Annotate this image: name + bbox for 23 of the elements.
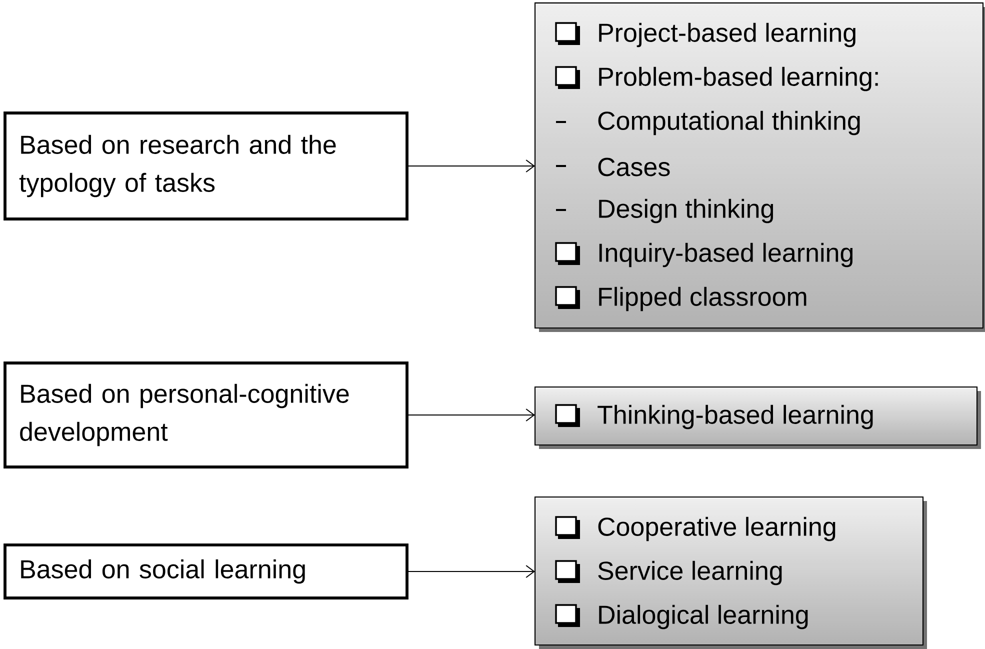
arrow: [407, 565, 535, 578]
box-text: Based on research and the typology of tasks: [19, 134, 336, 198]
list-item: Computational thinking: [598, 110, 860, 136]
list-item: Design thinking: [599, 198, 774, 224]
box-text: Based on personal-cognitive development: [20, 384, 349, 446]
list-item: Dialogical learning: [599, 604, 808, 630]
category-box: [4, 112, 408, 220]
list-item: Flipped classroom: [599, 286, 806, 312]
list-item: Inquiry-based learning: [599, 242, 853, 268]
list-box: [534, 2, 984, 329]
category-box: [4, 362, 408, 468]
list-item: Cooperative learning: [598, 516, 836, 542]
list-box: [534, 496, 924, 646]
list-item: Service learning: [598, 560, 782, 586]
arrow: [407, 160, 535, 172]
list-box: [534, 386, 978, 446]
box-text: Based on social learning: [21, 559, 305, 584]
arrow: [407, 408, 535, 422]
list-item: Project-based learning: [599, 22, 856, 48]
list-item: Problem-based learning:: [599, 66, 878, 92]
list-item: Thinking-based learning: [598, 404, 873, 430]
list-item: Cases: [598, 158, 670, 176]
category-box: [4, 544, 408, 600]
